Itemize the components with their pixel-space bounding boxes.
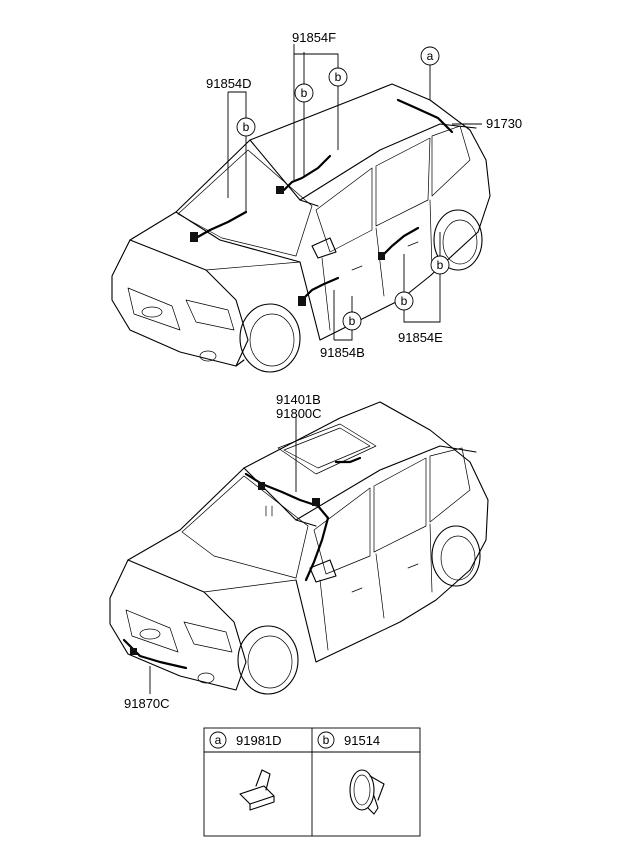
label-91870C: 91870C — [124, 696, 170, 711]
label-91854E: 91854E — [398, 330, 443, 345]
label-91401B: 91401B — [276, 392, 321, 407]
callout-b-top-2: b — [301, 86, 308, 100]
callout-b-top-4: b — [349, 314, 356, 328]
top-car — [111, 44, 491, 373]
grommet-part-drawing — [349, 769, 385, 815]
label-91854F: 91854F — [292, 30, 336, 45]
callout-a-top: a — [427, 49, 434, 63]
clip-part-drawing — [239, 769, 275, 811]
legend-a-part: 91981D — [236, 733, 282, 748]
callout-b-top-1: b — [243, 120, 250, 134]
label-91854D: 91854D — [206, 76, 252, 91]
label-91800C: 91800C — [276, 406, 322, 421]
legend-b-circle: b — [323, 733, 330, 747]
callout-b-top-5: b — [401, 294, 408, 308]
label-91730: 91730 — [486, 116, 522, 131]
legend-a-circle: a — [215, 733, 222, 747]
legend-table: a 91981D b 91514 — [203, 727, 421, 837]
legend-b-part: 91514 — [344, 733, 380, 748]
callout-b-top-6: b — [437, 258, 444, 272]
label-91854B: 91854B — [320, 345, 365, 360]
callout-b-top-3: b — [335, 70, 342, 84]
bottom-car — [109, 401, 489, 695]
